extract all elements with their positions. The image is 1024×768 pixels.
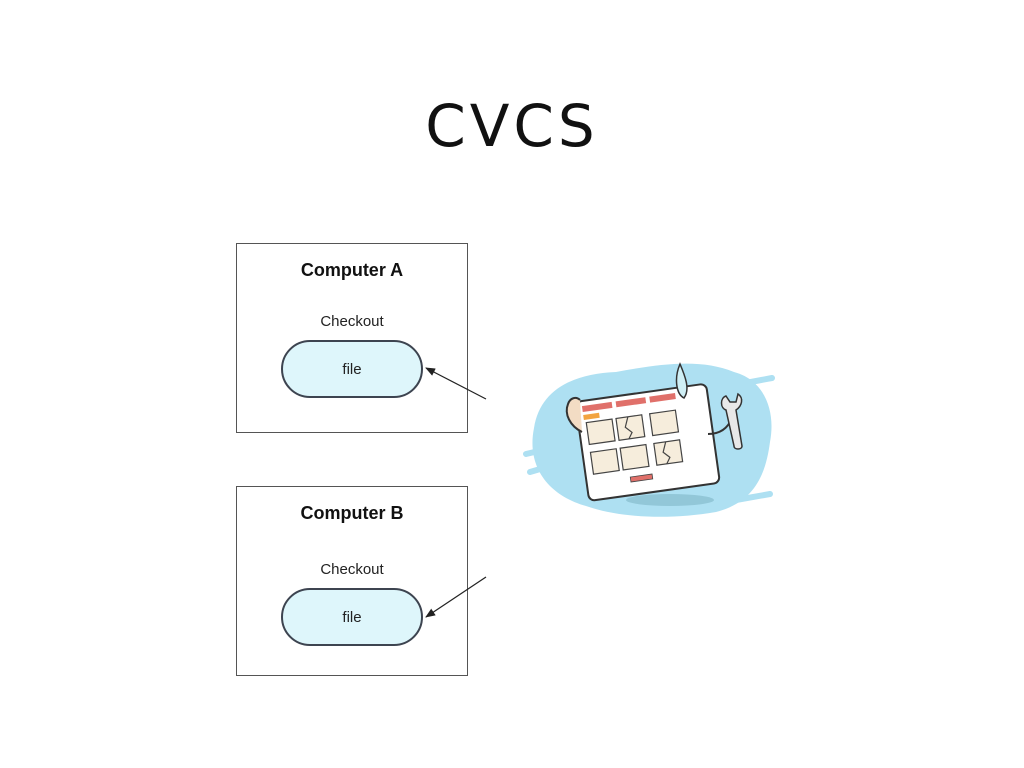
computer-b-box: Computer B Checkout file: [236, 486, 468, 676]
computer-b-title: Computer B: [300, 503, 404, 523]
arrow-to-computer-b: [425, 576, 487, 618]
wrench-icon: [720, 392, 743, 450]
computer-a-checkout-label: Checkout: [320, 313, 384, 330]
arrow-to-computer-a: [425, 367, 487, 400]
broken-server-illustration: [523, 362, 775, 517]
slide-title: CVCS: [425, 92, 599, 160]
computer-b-file-label: file: [342, 608, 362, 626]
computer-b-checkout-label: Checkout: [320, 561, 384, 578]
computer-a-file-node: file: [281, 340, 423, 398]
computer-a-box: Computer A Checkout file: [236, 243, 468, 433]
computer-a-file-label: file: [342, 360, 362, 378]
computer-a-title: Computer A: [300, 260, 404, 280]
computer-b-file-node: file: [281, 588, 423, 646]
